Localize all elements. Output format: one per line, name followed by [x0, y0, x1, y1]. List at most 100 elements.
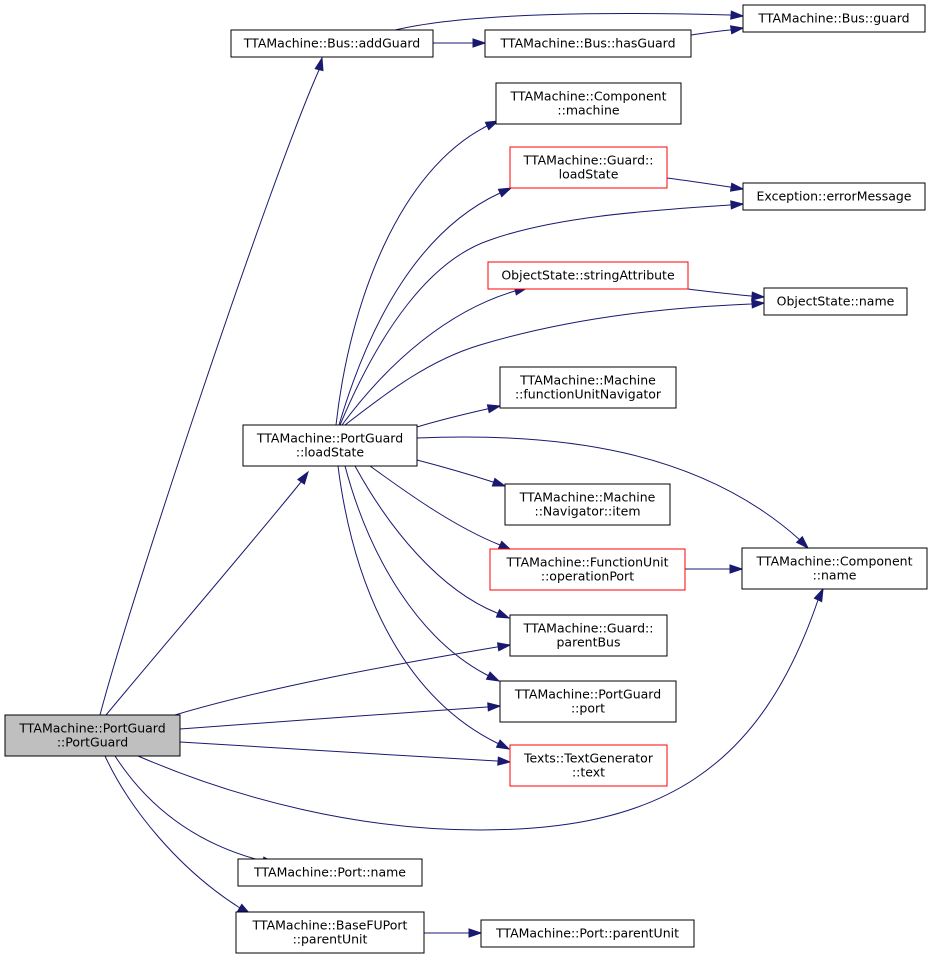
edge-busAddGuard-to-busHasGuard — [432, 38, 487, 48]
node-box[interactable] — [235, 911, 425, 954]
edge-arrowhead — [729, 25, 745, 35]
node-osStringAttribute[interactable]: ObjectState::stringAttribute — [487, 261, 689, 290]
edge-line — [344, 302, 765, 426]
edge-arrowhead — [751, 291, 766, 301]
edge-line — [354, 465, 510, 619]
node-label-line: ::operationPort — [541, 569, 634, 584]
edge-busAddGuard-to-busGuard — [394, 10, 745, 31]
edge-line — [394, 13, 744, 31]
edge-fuOpPort-to-compName — [685, 564, 744, 574]
node-box[interactable] — [489, 548, 686, 591]
node-label-line: TTAMachine::Guard:: — [523, 153, 654, 168]
node-busHasGuard[interactable]: TTAMachine::Bus::hasGuard — [484, 29, 692, 58]
node-guardParentBus[interactable]: TTAMachine::Guard::parentBus — [509, 614, 668, 657]
node-pgPort[interactable]: TTAMachine::PortGuard::port — [499, 680, 677, 723]
node-label-line: ObjectState::name — [777, 294, 895, 309]
node-compName[interactable]: TTAMachine::Component::name — [741, 547, 928, 590]
node-textsText[interactable]: Texts::TextGenerator::text — [509, 744, 668, 787]
node-box[interactable] — [230, 29, 434, 58]
node-root[interactable]: TTAMachine::PortGuard::PortGuard — [4, 714, 181, 757]
node-box[interactable] — [480, 919, 695, 948]
node-guardLoadState[interactable]: TTAMachine::Guard::loadState — [509, 146, 668, 189]
node-box[interactable] — [484, 29, 692, 58]
node-box[interactable] — [509, 744, 668, 787]
node-label-line: TTAMachine::Component — [510, 89, 667, 104]
edge-arrowhead — [496, 642, 512, 652]
node-box[interactable] — [499, 366, 677, 409]
edge-root-to-guardParentBus — [174, 642, 512, 716]
node-box[interactable] — [4, 714, 181, 757]
node-box[interactable] — [509, 614, 668, 657]
edge-arrowhead — [730, 10, 745, 20]
node-box[interactable] — [509, 146, 668, 189]
node-label-line: ::parentUnit — [293, 932, 368, 947]
node-machNavItem[interactable]: TTAMachine::Machine::Navigator::item — [504, 483, 671, 526]
node-bfuParentUnit[interactable]: TTAMachine::BaseFUPort::parentUnit — [235, 911, 425, 954]
node-label-line: parentBus — [557, 635, 621, 650]
edge-pgLoadState-to-compName — [416, 436, 810, 550]
edge-pgLoadState-to-machNavItem — [416, 459, 507, 487]
edge-pgLoadState-to-machFUNav — [416, 404, 502, 428]
node-box[interactable] — [742, 4, 926, 33]
edge-line — [666, 177, 744, 190]
node-box[interactable] — [763, 287, 908, 316]
node-label-line: ::text — [572, 765, 605, 780]
node-label-line: ::loadState — [296, 445, 365, 460]
node-box[interactable] — [741, 547, 928, 590]
node-osName[interactable]: ObjectState::name — [763, 287, 908, 316]
node-machFUNav[interactable]: TTAMachine::Machine::functionUnitNavigat… — [499, 366, 677, 409]
node-box[interactable] — [504, 483, 671, 526]
node-label-line: ::PortGuard — [57, 735, 128, 750]
edge-arrowhead — [484, 120, 500, 131]
node-label-line: ::port — [571, 701, 605, 716]
edge-arrowhead — [795, 535, 810, 550]
edge-arrowhead — [730, 200, 745, 210]
node-label-line: TTAMachine::PortGuard — [514, 687, 661, 702]
node-label-line: TTAMachine::PortGuard — [256, 431, 403, 446]
node-box[interactable] — [499, 680, 677, 723]
node-busAddGuard[interactable]: TTAMachine::Bus::addGuard — [230, 29, 434, 58]
edge-line — [105, 471, 309, 716]
nodes-layer: TTAMachine::PortGuard::PortGuardTTAMachi… — [4, 4, 928, 954]
node-label-line: ObjectState::stringAttribute — [501, 268, 675, 283]
node-box[interactable] — [742, 182, 926, 211]
node-label-line: loadState — [559, 167, 619, 182]
node-compMachine[interactable]: TTAMachine::Component::machine — [495, 82, 682, 125]
node-label-line: TTAMachine::Bus::guard — [757, 11, 909, 26]
node-excErrorMessage[interactable]: Exception::errorMessage — [742, 182, 926, 211]
node-box[interactable] — [237, 858, 423, 887]
edge-root-to-pgPort — [179, 702, 502, 730]
node-label-line: TTAMachine::Machine — [519, 490, 656, 505]
node-fuOpPort[interactable]: TTAMachine::FunctionUnit::operationPort — [489, 548, 686, 591]
edge-arrowhead — [296, 470, 309, 485]
node-busGuard[interactable]: TTAMachine::Bus::guard — [742, 4, 926, 33]
edge-line — [344, 465, 500, 682]
edge-line — [179, 705, 501, 730]
node-label-line: TTAMachine::PortGuard — [18, 721, 165, 736]
node-box[interactable] — [242, 424, 418, 467]
edge-root-to-pgLoadState — [105, 470, 309, 716]
node-label-line: TTAMachine::Bus::hasGuard — [499, 36, 675, 51]
edge-line — [687, 288, 765, 298]
edge-osStringAttribute-to-osName — [687, 288, 766, 301]
node-label-line: ::Navigator::item — [534, 504, 640, 519]
edge-arrowhead — [468, 928, 483, 938]
edge-arrowhead — [751, 299, 766, 309]
edge-pgLoadState-to-osName — [344, 299, 766, 426]
edge-busHasGuard-to-busGuard — [690, 25, 745, 36]
edge-line — [416, 459, 506, 487]
edge-line — [337, 465, 510, 750]
node-box[interactable] — [487, 261, 689, 290]
node-label-line: Exception::errorMessage — [757, 189, 912, 204]
node-box[interactable] — [495, 82, 682, 125]
edge-line — [99, 57, 323, 716]
node-pgLoadState[interactable]: TTAMachine::PortGuard::loadState — [242, 424, 418, 467]
node-portName[interactable]: TTAMachine::Port::name — [237, 858, 423, 887]
edge-arrowhead — [813, 587, 824, 603]
edges-layer — [99, 10, 824, 938]
edge-arrowhead — [729, 182, 745, 192]
edge-arrowhead — [495, 608, 511, 619]
node-portParentUnit[interactable]: TTAMachine::Port::parentUnit — [480, 919, 695, 948]
edge-pgLoadState-to-osStringAttribute — [341, 286, 529, 426]
